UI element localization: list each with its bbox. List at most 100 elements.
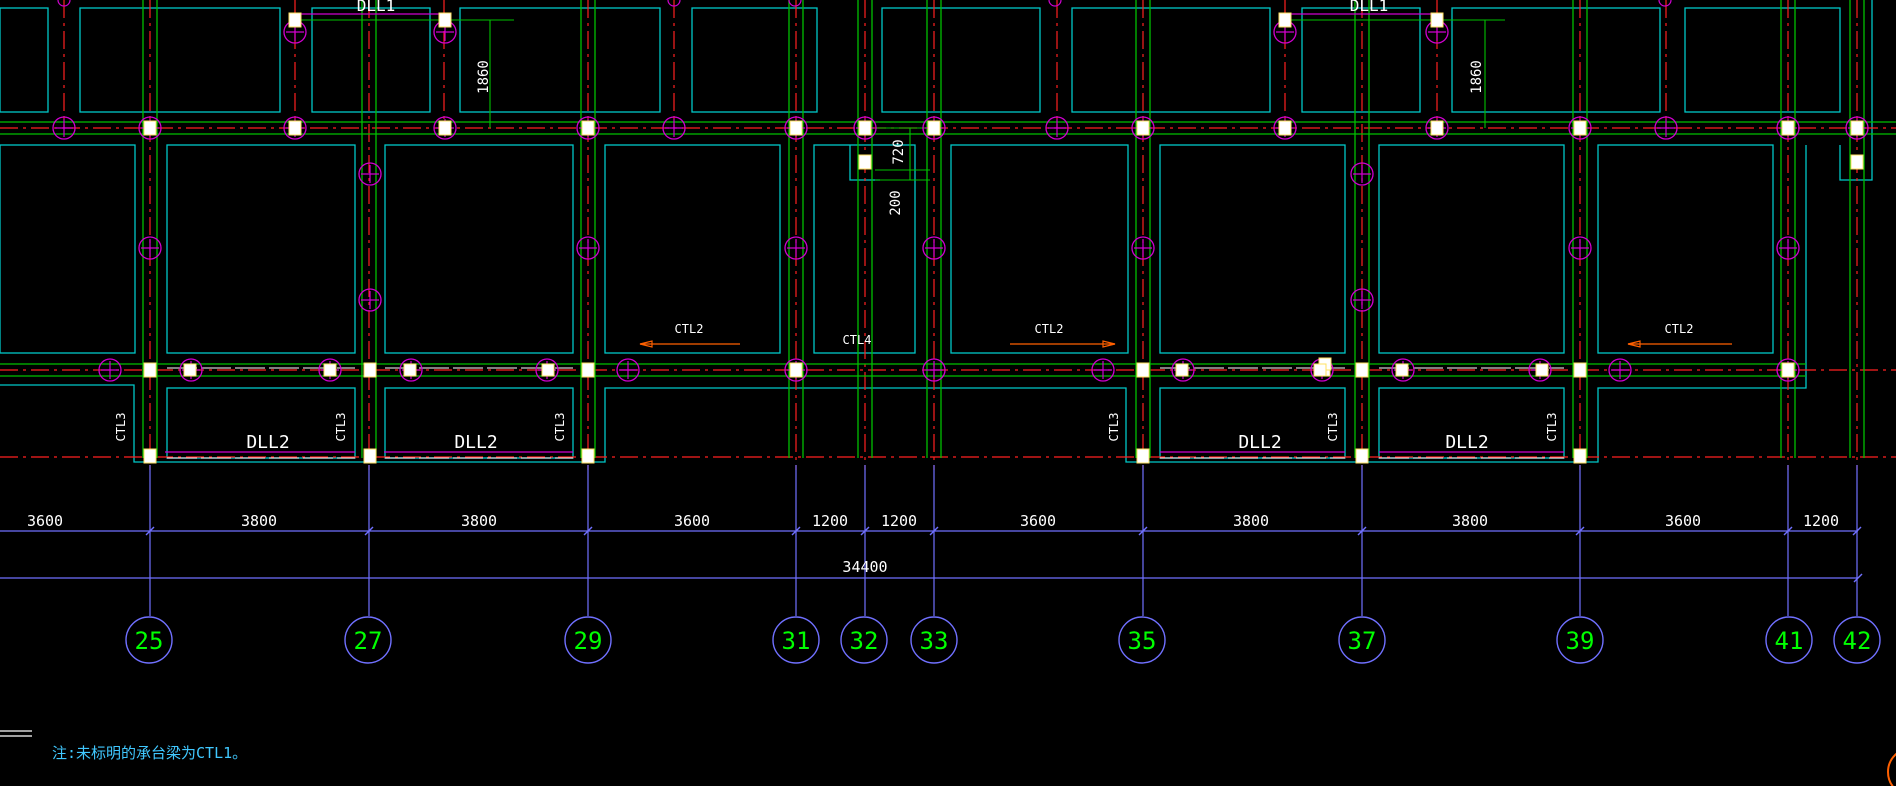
direction-arrow-head (1627, 340, 1641, 348)
pile (1048, 0, 1062, 7)
dimension-tick (1783, 526, 1793, 536)
beam-label-dll1: DLL1 (357, 0, 396, 15)
column (1573, 362, 1587, 378)
grid-label: 41 (1775, 627, 1804, 655)
pile (922, 358, 946, 382)
pile (1045, 116, 1069, 140)
column (1781, 120, 1795, 136)
slab-panel (79, 7, 281, 113)
dimension-tick (1357, 526, 1367, 536)
pile (358, 288, 382, 312)
beam-label-dll2: DLL2 (1445, 432, 1488, 453)
annotations: DLL1 DLL1 1860 1860 720 200 CTL2 CTL2 CT… (0, 0, 1693, 762)
grid-bubble (1556, 616, 1604, 664)
beam-label-dll2: DLL2 (1238, 432, 1281, 453)
pile (1658, 0, 1672, 7)
grid-axis-lines (0, 0, 1896, 470)
pile-symbols (52, 0, 1869, 382)
dimension-tick (145, 526, 155, 536)
span-dimension-label: 1200 (881, 512, 917, 530)
overall-dimension: 34400 (842, 558, 887, 576)
pile (98, 358, 122, 382)
pile (1776, 358, 1800, 382)
column-blocks (143, 12, 1864, 464)
beam-label-ctl4: CTL4 (843, 333, 872, 347)
pile (784, 116, 808, 140)
dim-1860: 1860 (1469, 60, 1485, 94)
grid-label: 42 (1843, 627, 1872, 655)
grid-label: 39 (1566, 627, 1595, 655)
pile (1528, 358, 1552, 382)
grid-label: 27 (354, 627, 383, 655)
column (438, 12, 452, 28)
beam-label-ctl2: CTL2 (1035, 322, 1064, 336)
beam-label-ctl2: CTL2 (1665, 322, 1694, 336)
drawing-note: 注:未标明的承台梁为CTL1。 (52, 744, 247, 762)
grid-label: 33 (920, 627, 949, 655)
column (1278, 120, 1292, 136)
pile (922, 236, 946, 260)
column (1355, 362, 1369, 378)
column (858, 120, 872, 136)
column (581, 120, 595, 136)
beam-label-ctl3: CTL3 (114, 413, 128, 442)
slab-panel (166, 144, 356, 354)
column (858, 154, 872, 170)
beam-stub (541, 363, 555, 377)
dimension-tick (1853, 573, 1863, 583)
column (581, 362, 595, 378)
dim-720: 720 (891, 139, 907, 164)
slab-panel (1159, 144, 1346, 354)
dimension-tick (583, 526, 593, 536)
pile (922, 116, 946, 140)
beam-label-ctl3: CTL3 (1545, 413, 1559, 442)
pile (1608, 358, 1632, 382)
direction-arrow-head (1102, 340, 1116, 348)
column (1573, 120, 1587, 136)
span-dimension-label: 1200 (1803, 512, 1839, 530)
foundation-outline (1839, 0, 1873, 181)
grid-bubble (910, 616, 958, 664)
span-dimension-label: 3600 (27, 512, 63, 530)
column (581, 448, 595, 464)
pile (52, 116, 76, 140)
pile (1273, 116, 1297, 140)
slab-panel (691, 7, 818, 113)
slab-panel (950, 144, 1129, 354)
pile (1776, 116, 1800, 140)
span-dimension-label: 3600 (674, 512, 710, 530)
slab-panel (1071, 7, 1271, 113)
span-dimension-label: 3600 (1020, 512, 1056, 530)
beam-label-dll2: DLL2 (246, 432, 289, 453)
column (789, 362, 803, 378)
span-dimension-label: 3800 (461, 512, 497, 530)
column (143, 120, 157, 136)
pile (399, 358, 423, 382)
grid-label: 25 (135, 627, 164, 655)
beam-label-ctl2: CTL2 (675, 322, 704, 336)
beam-label-ctl3: CTL3 (1107, 413, 1121, 442)
slab-panel (0, 7, 49, 113)
beam-stub (183, 363, 197, 377)
column (1136, 362, 1150, 378)
grid-label: 35 (1128, 627, 1157, 655)
pile (1845, 116, 1869, 140)
grid-bubble (1338, 616, 1386, 664)
column (1573, 448, 1587, 464)
slab-panel (604, 144, 781, 354)
beam-stub (323, 363, 337, 377)
grid-bubble (564, 616, 612, 664)
span-dimension-label: 3800 (241, 512, 277, 530)
column (438, 120, 452, 136)
foundation-outline (849, 145, 880, 181)
foundation-outline (0, 145, 1807, 463)
pile (1091, 358, 1115, 382)
slab-panel (311, 7, 431, 113)
column (363, 448, 377, 464)
grid-bubble (1833, 616, 1881, 664)
pile (1568, 236, 1592, 260)
pile (576, 116, 600, 140)
pile (788, 0, 802, 7)
beam-label-dll2: DLL2 (454, 432, 497, 453)
